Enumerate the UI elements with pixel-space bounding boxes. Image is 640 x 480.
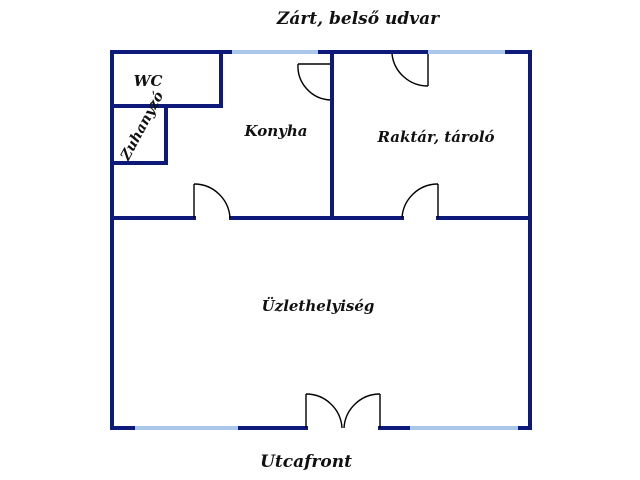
wc-label: WC — [134, 72, 163, 90]
outer-walls — [110, 50, 532, 430]
shop-label: Üzlethelyiség — [262, 296, 375, 315]
street-label: Utcafront — [260, 452, 352, 472]
interior-walls — [110, 50, 532, 220]
courtyard-label: Zárt, belső udvar — [276, 9, 440, 29]
kitchen-label: Konyha — [244, 122, 308, 140]
kitchen-door — [297, 63, 331, 101]
entrance-double-door — [305, 393, 381, 429]
storage-label: Raktár, tároló — [376, 128, 494, 146]
storage-shop-door — [401, 183, 439, 219]
doors — [193, 53, 439, 429]
courtyard-door — [391, 53, 429, 87]
windows — [135, 50, 518, 430]
kitchen-shop-door — [193, 183, 231, 219]
shower-label: Zuhanyzó — [117, 89, 167, 164]
